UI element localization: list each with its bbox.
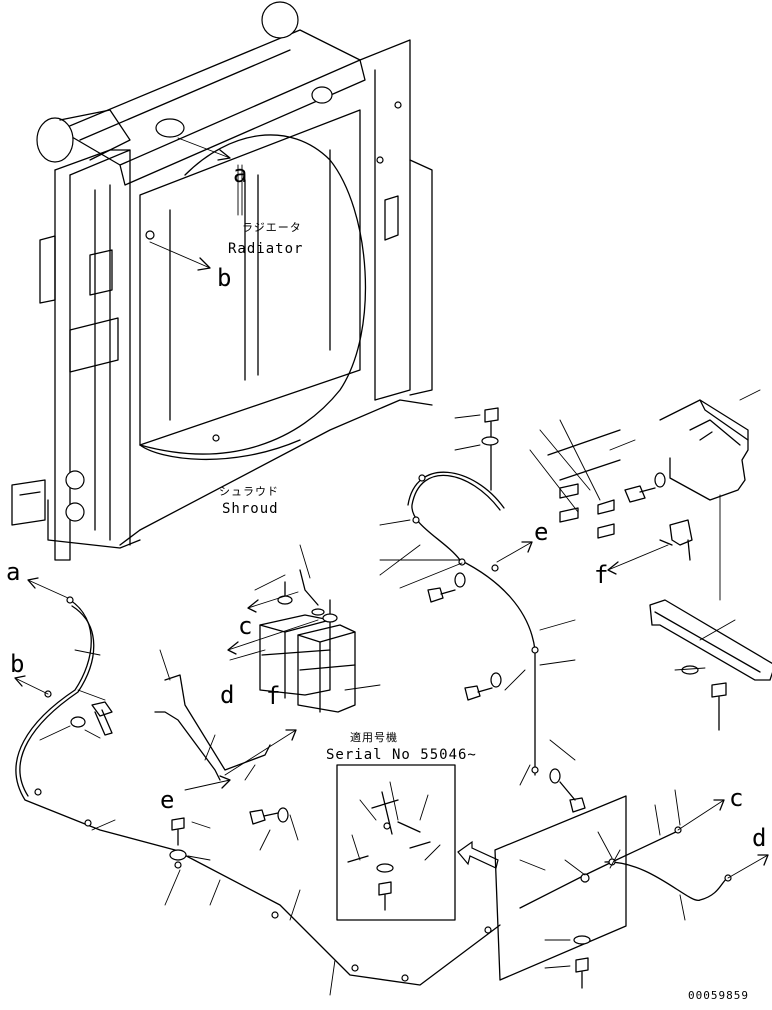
view-arrow-b-lower bbox=[14, 675, 49, 695]
view-arrow-a bbox=[177, 137, 243, 216]
view-letter-d: d bbox=[220, 681, 235, 709]
view-arrow-d-right bbox=[727, 854, 769, 879]
view-arrow-c-right bbox=[677, 799, 725, 831]
serial-heading: 適用号機 bbox=[350, 731, 398, 744]
view-arrow-a-lower bbox=[27, 577, 69, 599]
radiator-assembly bbox=[11, 1, 433, 561]
shroud-label-en: Shroud bbox=[222, 501, 279, 517]
view-arrow-f bbox=[224, 729, 297, 776]
view-arrow-e bbox=[184, 775, 231, 791]
drawing-number: 00059859 bbox=[688, 989, 749, 1002]
radiator-label-en: Radiator bbox=[228, 241, 304, 257]
battery-boxes bbox=[229, 544, 381, 713]
lower-right-bracket bbox=[649, 599, 772, 731]
detail-pointer-arrow bbox=[457, 840, 499, 869]
view-letter-e-upper: e bbox=[534, 518, 549, 546]
view-arrow-f-upper bbox=[607, 544, 669, 575]
view-arrow-b bbox=[149, 241, 211, 271]
right-detail-box bbox=[494, 789, 732, 989]
view-letter-b-lower: b bbox=[10, 650, 25, 678]
shroud-label-jp: シュラウド bbox=[219, 485, 279, 498]
center-harness bbox=[379, 471, 576, 786]
view-letter-a-lower: a bbox=[6, 558, 21, 586]
view-letter-c-right: c bbox=[729, 784, 744, 812]
serial-number: Serial No 55046~ bbox=[326, 747, 477, 763]
serial-detail-box bbox=[336, 764, 456, 921]
view-letter-c: c bbox=[238, 612, 253, 640]
battery-bracket bbox=[154, 649, 271, 781]
left-harness bbox=[15, 596, 501, 996]
upper-right-bracket bbox=[529, 389, 761, 601]
view-letter-e: e bbox=[160, 786, 175, 814]
view-arrow-d bbox=[227, 619, 319, 655]
view-letter-f-upper: f bbox=[594, 561, 609, 589]
view-letter-d-right: d bbox=[752, 824, 767, 852]
radiator-label-jp: ラジエータ bbox=[242, 221, 302, 234]
view-arrow-c bbox=[247, 591, 299, 613]
bolt-set-center-left bbox=[169, 807, 299, 861]
view-arrow-e-upper bbox=[496, 541, 533, 563]
view-letter-a: a bbox=[233, 160, 248, 188]
bolt-set-center bbox=[427, 407, 586, 813]
bolt-washer-left bbox=[39, 701, 113, 741]
view-letter-b: b bbox=[217, 264, 232, 292]
view-letter-f: f bbox=[266, 682, 281, 710]
